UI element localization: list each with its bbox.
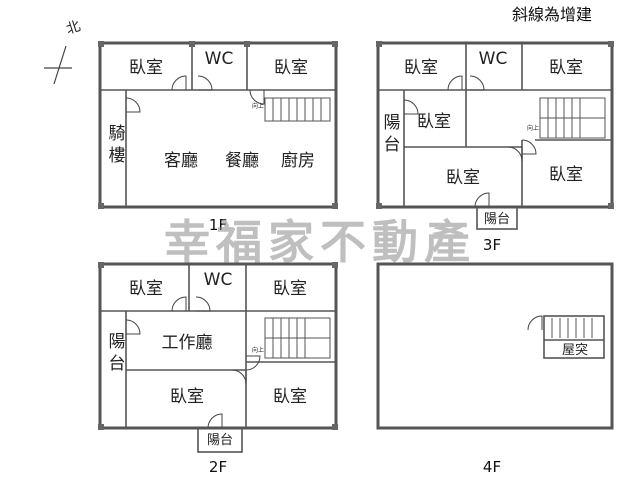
floor-label-1f: 1F [209,216,227,234]
room-2f-balcony-bottom: 陽台 [207,433,233,448]
room-1f-bed-left: 臥室 [129,58,163,78]
room-2f-bed-br: 臥室 [273,387,307,407]
stair-1f-icon [264,97,331,122]
room-1f-arcade: 騎樓 [109,124,126,166]
room-1f-bed-right: 臥室 [274,58,308,78]
floor-2f: 向上 臥室 WC 臥室 陽台 工作廳 臥室 臥室 陽台 2F [98,262,338,476]
room-2f-bed-tr: 臥室 [273,279,307,299]
room-3f-bed-tl: 臥室 [404,58,438,78]
watermark-text: 幸福家不動產 [164,215,476,269]
north-label: 北 [64,18,82,38]
stair-2f-note: 向上 [252,346,264,354]
room-3f-balcony-side: 陽台 [384,113,401,155]
room-2f-bed-bl: 臥室 [170,387,204,407]
stair-2f-icon [264,317,331,359]
room-2f-wc: WC [204,270,233,290]
stair-3f-icon [539,97,606,139]
room-2f-work-hall: 工作廳 [162,333,213,353]
stair-1f-note: 向上 [252,102,264,110]
floor-label-4f: 4F [483,458,501,476]
room-3f-bed-right: 臥室 [549,165,583,185]
room-1f-dining: 餐廳 [225,151,259,171]
room-1f-wc: WC [205,49,234,69]
room-3f-bed-tr: 臥室 [549,58,583,78]
north-arrow-icon: 北 [44,18,83,85]
floor-label-2f: 2F [209,458,227,476]
room-3f-balcony-bottom: 陽台 [484,212,510,227]
room-3f-bed-bottom: 臥室 [446,168,480,188]
stair-3f-note: 向上 [527,124,539,132]
room-1f-kitchen: 廚房 [281,150,315,171]
floor-label-3f: 3F [483,236,501,254]
room-3f-wc: WC [479,49,508,69]
note-text: 斜線為增建 [512,5,592,24]
floor-4f: 屋突 4F [376,262,614,476]
room-4f-roof-shed: 屋突 [562,342,588,358]
room-3f-bed-mid: 臥室 [417,112,451,132]
stair-4f-icon [551,318,593,338]
room-2f-bed-tl: 臥室 [129,279,163,299]
room-2f-balcony-side: 陽台 [109,332,126,374]
floor-1f: 向上 臥室 WC 臥室 騎樓 客廳 餐廳 廚房 1F [98,41,338,234]
room-1f-living: 客廳 [164,151,198,171]
floor-3f: 向上 臥室 WC 臥室 陽台 臥室 臥室 臥室 陽台 3F [376,41,614,254]
